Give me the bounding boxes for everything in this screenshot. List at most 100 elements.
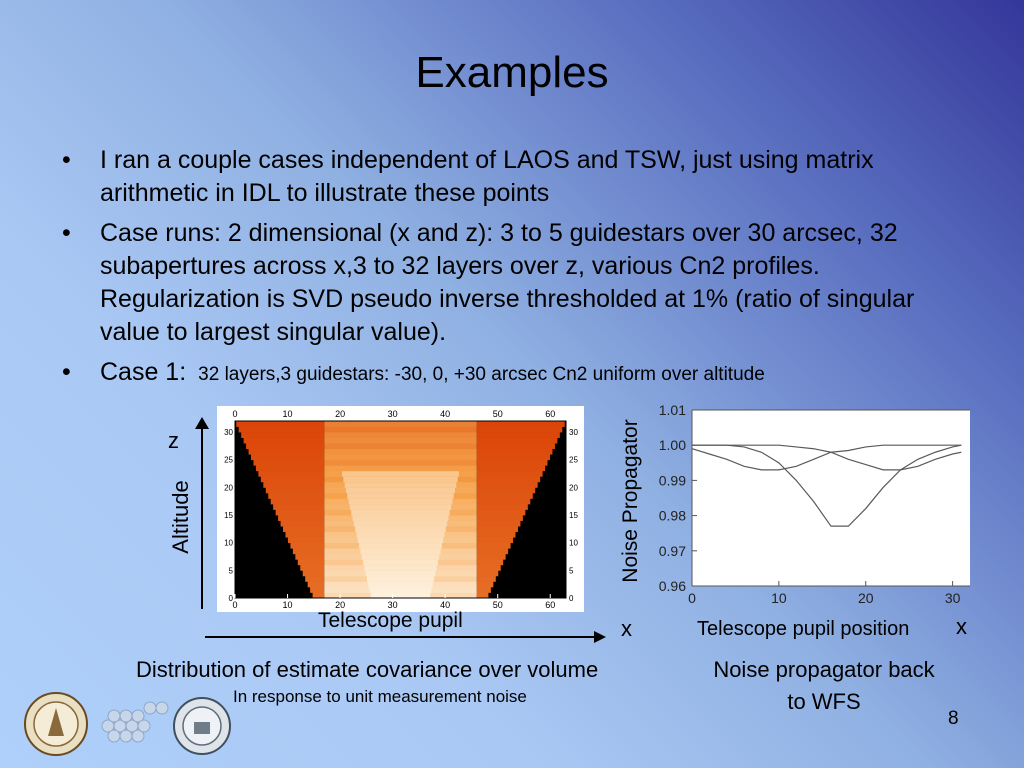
heatmap-frame (234, 420, 567, 599)
heatmap-cell (476, 553, 506, 560)
heatmap-cell (248, 448, 325, 455)
heatmap-cell (476, 586, 491, 593)
heatmap-cell (476, 537, 514, 544)
heatmap-cell (355, 526, 446, 533)
heatmap-cell (363, 559, 438, 566)
x-axis-label-left: x (621, 616, 632, 641)
line-y-tick-label: 0.97 (659, 543, 686, 559)
heatmap-cell (352, 515, 449, 521)
z-axis-label: z (168, 428, 179, 453)
heatmap-cell (305, 575, 325, 582)
heatmap-cell (360, 548, 441, 555)
heatmap-cell (343, 476, 458, 483)
heatmap-y-tick-label-right: 25 (569, 456, 578, 465)
heatmap-cell (312, 592, 325, 599)
heatmap-y-tick-label-left: 30 (224, 428, 233, 437)
heatmap-x-tick-label-bottom: 10 (283, 600, 293, 610)
heatmap-cell (324, 443, 477, 450)
heatmap-y-tick-label-right: 15 (569, 511, 578, 520)
heatmap-cell (476, 437, 558, 444)
z-axis-arrowhead (195, 417, 209, 429)
telescope-pupil-label: Telescope pupil (318, 609, 463, 632)
heatmap-cell (324, 454, 477, 461)
line-y-tick-label: 1.01 (659, 402, 686, 418)
heatmap-cell (324, 437, 477, 444)
heatmap-cell (476, 570, 499, 577)
heatmap-cell (476, 542, 511, 549)
heatmap-cell (324, 421, 477, 427)
heatmap-cell (345, 487, 456, 494)
heatmap-y-tick-label-right: 0 (569, 594, 574, 603)
heatmap-cell (353, 520, 448, 527)
heatmap-x-tick-label-bottom: 50 (493, 600, 503, 610)
heatmap-cell (307, 581, 325, 588)
heatmap-x-tick-label-bottom: 20 (335, 600, 345, 610)
line-x-tick-label: 0 (688, 590, 696, 606)
heatmap-cell (476, 432, 560, 438)
line-plot-area (692, 410, 970, 586)
heatmap-x-tick-label-bottom: 60 (545, 600, 555, 610)
heatmap-cell (476, 509, 526, 516)
bullet-text: I ran a couple cases independent of LAOS… (100, 146, 874, 207)
heatmap-y-tick-label-right: 30 (569, 428, 578, 437)
heatmap-x-tick-label-bottom: 30 (388, 600, 398, 610)
heatmap-cell (476, 559, 504, 566)
noise-series-line-3 (692, 444, 962, 471)
heatmap-cell (476, 520, 521, 527)
heatmap-y-tick-label-left: 5 (229, 566, 234, 575)
line-y-tick-label: 0.96 (659, 578, 686, 594)
heatmap-cell (344, 481, 457, 488)
heatmap-cell (476, 592, 489, 599)
heatmap-cell (278, 515, 325, 521)
heatmap-x-tick-label-top: 0 (232, 409, 237, 419)
heatmap-x-tick-label-top: 40 (440, 409, 450, 419)
heatmap-cell (280, 520, 325, 527)
uc-seal-icon (173, 697, 231, 755)
heatmap-cell (476, 503, 528, 510)
bullet-glyph: • (62, 219, 71, 247)
heatmap-x-tick-label-top: 10 (283, 409, 293, 419)
heatmap-cell (324, 459, 477, 466)
heatmap-y-tick-label-right: 10 (569, 539, 578, 548)
heatmap-cell (300, 564, 325, 571)
bullet-item: • Case 1:32 layers,3 guidestars: -30, 0,… (62, 356, 962, 391)
heatmap-cell (290, 542, 325, 549)
heatmap-cell (476, 526, 518, 533)
heatmap-x-tick-label-top: 30 (388, 409, 398, 419)
caption-right-line1: Noise propagator back (713, 657, 935, 682)
heatmap-cell (273, 503, 325, 510)
heatmap-cell (364, 564, 437, 571)
bullet-list: • I ran a couple cases independent of LA… (62, 144, 962, 398)
bullet-text: Case runs: 2 dimensional (x and z): 3 to… (100, 219, 915, 346)
heatmap-cell (324, 465, 477, 472)
heatmap-x-tick-label-bottom: 40 (440, 600, 450, 610)
heatmap-cell (476, 448, 553, 455)
heatmap-cell (342, 470, 459, 477)
case1-label: Case 1: (100, 358, 187, 386)
noise-propagator-label: Noise Propagator (619, 419, 642, 583)
line-x-tick-label: 10 (771, 590, 787, 606)
heatmap-cell (359, 542, 442, 549)
case1-detail: 32 layers,3 guidestars: -30, 0, +30 arcs… (198, 364, 765, 385)
heatmap-cell (347, 492, 454, 499)
heatmap-cell (265, 487, 325, 494)
heatmap-y-tick-label-left: 10 (224, 539, 233, 548)
heatmap-cell (476, 443, 555, 450)
heatmap-cell (246, 443, 325, 450)
heatmap-cell (367, 575, 434, 582)
heatmap-x-tick-label-top: 60 (545, 409, 555, 419)
heatmap-cell (476, 548, 509, 555)
heatmap-cell (260, 476, 325, 483)
heatmap-cell (255, 465, 325, 472)
heatmap-cell (351, 509, 450, 516)
heatmap-x-tick-label-top: 20 (335, 409, 345, 419)
heatmap-cell (356, 531, 445, 538)
heatmap-cell (370, 592, 431, 599)
heatmap-cell (357, 537, 444, 544)
heatmap-cell (476, 515, 523, 521)
heatmap-cell (476, 459, 548, 466)
heatmap-cell (368, 581, 433, 588)
heatmap-cell (348, 498, 453, 505)
heatmap-cell (297, 559, 325, 566)
